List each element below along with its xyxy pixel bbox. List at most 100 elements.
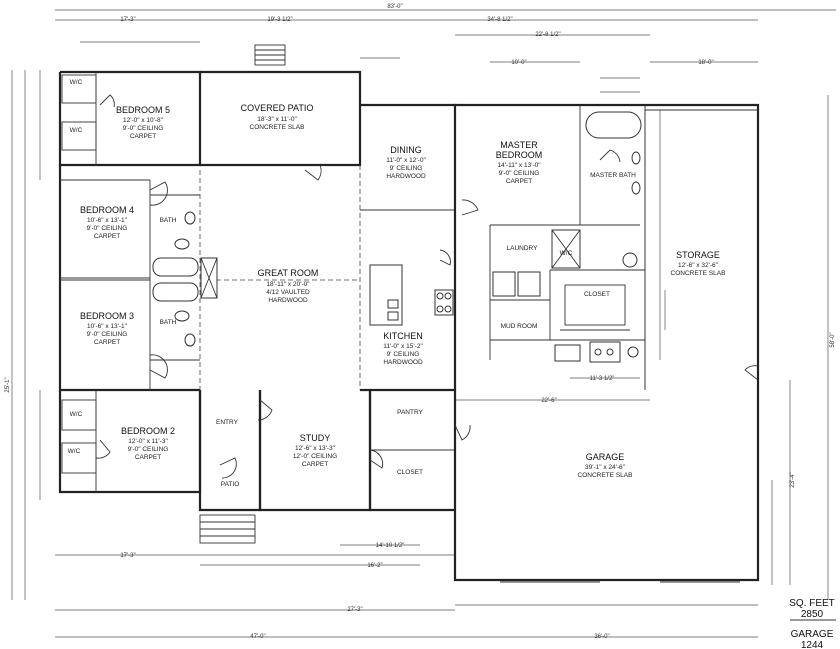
svg-text:CARPET: CARPET xyxy=(94,339,120,346)
room-master-bedroom: MASTER BEDROOM 14'-11" x 13'-0" 9'-0" CE… xyxy=(496,140,543,185)
svg-text:KITCHEN: KITCHEN xyxy=(383,331,423,341)
svg-text:LAUNDRY: LAUNDRY xyxy=(507,245,539,252)
room-master-bath: MASTER BATH xyxy=(590,172,636,179)
svg-text:HARDWOOD: HARDWOOD xyxy=(268,297,308,304)
svg-text:18'-11" x 20'-0": 18'-11" x 20'-0" xyxy=(266,281,310,288)
svg-text:11'-0" x 12'-0": 11'-0" x 12'-0" xyxy=(386,157,426,164)
svg-text:12'-6" x 32'-6": 12'-6" x 32'-6" xyxy=(678,262,719,269)
toilet-master xyxy=(622,252,638,268)
svg-text:14'-11" x 13'-0": 14'-11" x 13'-0" xyxy=(497,162,541,169)
sqft-value: 2850 xyxy=(801,609,824,620)
svg-text:4/12 VAULTED: 4/12 VAULTED xyxy=(266,289,310,296)
svg-text:11'-0" x 15'-2": 11'-0" x 15'-2" xyxy=(383,343,423,350)
svg-text:W/C: W/C xyxy=(560,250,573,257)
dim-storage-width: 11'-3 1/2" xyxy=(590,376,615,382)
room-study: STUDY 12'-6" x 13'-3" 12'-0" CEILING CAR… xyxy=(293,433,337,468)
svg-text:12'-0" x 11'-3": 12'-0" x 11'-3" xyxy=(128,438,168,445)
svg-text:MUD ROOM: MUD ROOM xyxy=(501,323,538,330)
svg-text:12'-0" CEILING: 12'-0" CEILING xyxy=(293,453,337,460)
svg-text:9'-0" CEILING: 9'-0" CEILING xyxy=(499,170,540,177)
svg-text:BEDROOM 5: BEDROOM 5 xyxy=(116,105,170,115)
dim-right-sub1: 22'-8 1/2" xyxy=(535,32,560,38)
door-swings xyxy=(95,94,759,479)
svg-text:10'-6" x 13'-1": 10'-6" x 13'-1" xyxy=(87,217,128,224)
svg-text:BEDROOM: BEDROOM xyxy=(496,150,543,160)
svg-text:9'-0" CEILING: 9'-0" CEILING xyxy=(87,225,128,232)
svg-text:CARPET: CARPET xyxy=(130,133,156,140)
svg-text:BATH: BATH xyxy=(160,319,177,326)
svg-text:BEDROOM 4: BEDROOM 4 xyxy=(80,205,134,215)
room-wc-bot1: W/C xyxy=(70,411,83,418)
dryer xyxy=(517,271,541,297)
svg-text:MASTER: MASTER xyxy=(500,140,538,150)
area-summary: SQ. FEET 2850 GARAGE 1244 xyxy=(789,598,836,649)
dim-bottom-mid3: 14'-10 1/2" xyxy=(376,543,405,549)
svg-text:12'-6" x 13'-3": 12'-6" x 13'-3" xyxy=(295,445,336,452)
room-storage: STORAGE 12'-6" x 32'-6" CONCRETE SLAB xyxy=(671,250,726,277)
dim-overall-width: 83'-0" xyxy=(387,4,402,10)
room-patio: PATIO xyxy=(221,481,240,488)
svg-text:9'-0" CEILING: 9'-0" CEILING xyxy=(128,446,169,453)
svg-text:CLOSET: CLOSET xyxy=(397,469,423,476)
svg-text:DINING: DINING xyxy=(390,145,422,155)
svg-text:BEDROOM 2: BEDROOM 2 xyxy=(121,426,175,436)
dim-bottom-left: 17'-3" xyxy=(120,553,135,559)
svg-text:9' CEILING: 9' CEILING xyxy=(387,351,420,358)
svg-text:CONCRETE SLAB: CONCRETE SLAB xyxy=(671,270,726,277)
bathtub-upper xyxy=(152,257,199,277)
room-bedroom3: BEDROOM 3 10'-6" x 13'-1" 9'-0" CEILING … xyxy=(80,311,134,346)
room-bath-upper: BATH xyxy=(160,217,177,224)
sqft-label: SQ. FEET xyxy=(789,598,835,609)
room-dining: DINING 11'-0" x 12'-0" 9' CEILING HARDWO… xyxy=(386,145,426,180)
svg-text:9'-0" CEILING: 9'-0" CEILING xyxy=(123,125,164,132)
svg-text:BEDROOM 3: BEDROOM 3 xyxy=(80,311,134,321)
room-bedroom4: BEDROOM 4 10'-6" x 13'-1" 9'-0" CEILING … xyxy=(80,205,134,240)
svg-text:PANTRY: PANTRY xyxy=(397,409,423,416)
svg-text:W/C: W/C xyxy=(70,79,83,86)
dim-top-mid: 19'-3 1/2" xyxy=(267,17,292,23)
dim-left-side: 25'-1" xyxy=(5,377,11,392)
svg-text:PATIO: PATIO xyxy=(221,481,240,488)
svg-text:STORAGE: STORAGE xyxy=(676,250,720,260)
front-steps xyxy=(199,514,256,544)
furnace xyxy=(554,344,581,362)
svg-text:18'-3" x 11'-0": 18'-3" x 11'-0" xyxy=(257,116,297,123)
room-wc-master: W/C xyxy=(560,250,573,257)
room-covered-patio: COVERED PATIO 18'-3" x 11'-0" CONCRETE S… xyxy=(241,103,314,131)
svg-text:MASTER BATH: MASTER BATH xyxy=(590,172,636,179)
room-closet-master: CLOSET xyxy=(584,291,610,298)
dim-bottom-mid: 27'-3" xyxy=(347,607,362,613)
svg-text:CLOSET: CLOSET xyxy=(584,291,610,298)
dim-top-left: 17'-3" xyxy=(120,17,135,23)
room-bedroom2: BEDROOM 2 12'-0" x 11'-3" 9'-0" CEILING … xyxy=(121,426,175,461)
svg-text:9' CEILING: 9' CEILING xyxy=(390,165,423,172)
svg-text:W/C: W/C xyxy=(70,411,83,418)
interior-walls xyxy=(60,72,758,492)
side-dimensions: 25'-1" 58'-0" 23'-4" xyxy=(5,70,836,600)
svg-text:W/C: W/C xyxy=(68,448,81,455)
room-closet-study: CLOSET xyxy=(397,469,423,476)
garage-label: GARAGE xyxy=(791,629,834,640)
room-laundry: LAUNDRY xyxy=(507,245,539,252)
svg-text:CARPET: CARPET xyxy=(506,178,532,185)
svg-text:COVERED PATIO: COVERED PATIO xyxy=(241,103,314,113)
svg-text:CARPET: CARPET xyxy=(94,233,120,240)
garage-value: 1244 xyxy=(801,640,824,649)
svg-text:GREAT ROOM: GREAT ROOM xyxy=(258,268,319,278)
dim-right-sub2: 10'-0" xyxy=(511,60,526,66)
bottom-dimensions: 17'-3" 16'-2" 14'-10 1/2" 27'-3" 47'-0" … xyxy=(55,376,758,640)
dim-bottom-right: 36'-0" xyxy=(594,634,609,640)
kitchen-island xyxy=(369,264,403,326)
svg-text:CARPET: CARPET xyxy=(302,461,328,468)
room-bedroom5: BEDROOM 5 12'-0" x 10'-8" 9'-0" CEILING … xyxy=(116,105,170,140)
top-dimensions: 83'-0" 17'-3" 19'-3 1/2" 34'-8 1/2" 22'-… xyxy=(55,4,836,93)
exterior-walls xyxy=(58,70,760,582)
room-entry: ENTRY xyxy=(216,419,239,426)
toilet-bath-lower xyxy=(174,310,190,322)
svg-text:W/C: W/C xyxy=(70,127,83,134)
dim-garage-depth: 22'-6" xyxy=(541,398,556,404)
dim-right-sub3: 18'-0" xyxy=(698,60,713,66)
svg-text:HARDWOOD: HARDWOOD xyxy=(383,359,423,366)
room-wc-bot2: W/C xyxy=(68,448,81,455)
